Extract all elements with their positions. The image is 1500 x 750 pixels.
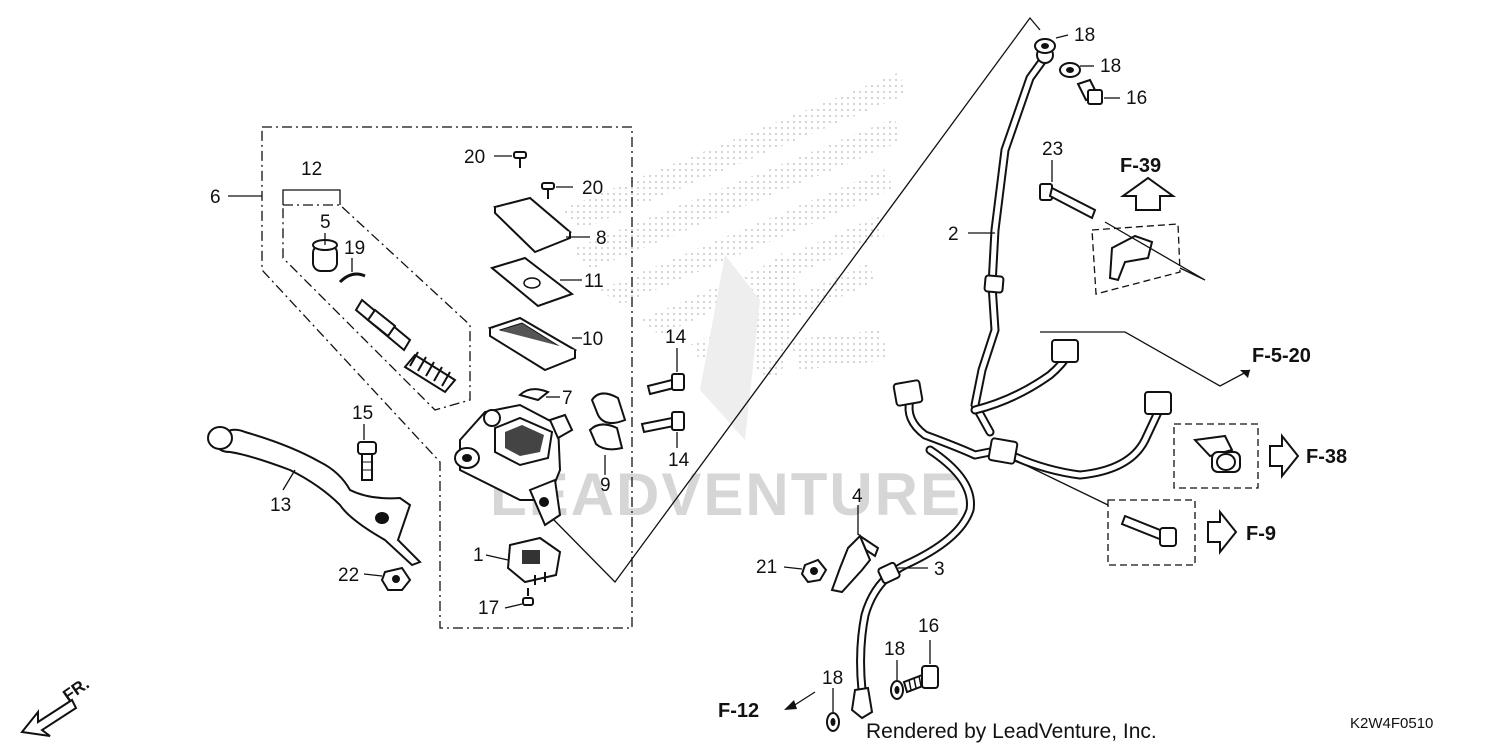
leader-f520: [1040, 331, 1251, 387]
clip-f38: [1192, 434, 1241, 473]
washer-18-bottom-2: [890, 680, 904, 700]
ref-f9: F-9: [1246, 523, 1276, 545]
front-label: FR.: [59, 674, 92, 705]
washer-18-bottom-1: [826, 712, 840, 732]
label-18c: 18: [822, 668, 843, 689]
box-f9: [1107, 499, 1196, 566]
group-12-outline: [282, 204, 471, 411]
hose-clip-7: [518, 388, 550, 402]
label-14a: 14: [665, 327, 687, 348]
label-3: 3: [934, 559, 945, 580]
label-17: 17: [478, 598, 499, 619]
watermark-wing-logo: [560, 72, 905, 440]
label-6: 6: [210, 187, 221, 208]
arrow-f520: [1240, 370, 1250, 378]
arrow-up-f39: [1119, 176, 1177, 211]
arrow-f38: [1269, 433, 1300, 479]
leader-12: [282, 189, 341, 205]
label-18a: 18: [1074, 25, 1095, 46]
front-direction-arrow: FR.: [20, 674, 93, 737]
leader-18a: [1055, 34, 1069, 39]
ref-f38: F-38: [1306, 446, 1347, 468]
label-23: 23: [1042, 139, 1063, 160]
label-1: 1: [473, 545, 484, 566]
master-cylinder-body: [454, 403, 574, 527]
lever-pivot-bolt: [357, 441, 377, 481]
label-21: 21: [756, 557, 777, 578]
leader-2-extension: [551, 16, 1041, 583]
label-7: 7: [562, 388, 573, 409]
assembly-6-outline: [261, 126, 633, 629]
arrow-f9: [1207, 509, 1238, 555]
label-16a: 16: [1126, 88, 1147, 109]
watermark-text: LEADVENTURE: [490, 461, 962, 528]
label-18d: 18: [884, 639, 905, 660]
ref-f520: F-5-20: [1252, 345, 1311, 367]
bolt-16-bottom: [902, 665, 939, 694]
reservoir-cap-side: [494, 207, 571, 254]
spring: [403, 351, 457, 394]
label-11: 11: [584, 271, 604, 292]
box-f38: [1173, 423, 1259, 489]
hose-bracket: [830, 533, 880, 594]
ref-f39: F-39: [1120, 155, 1161, 177]
washer-18-top-1: [1034, 38, 1056, 54]
label-8: 8: [596, 228, 607, 249]
leader-1: [485, 554, 509, 561]
lever-nut: [380, 566, 412, 591]
label-9: 9: [600, 475, 611, 496]
leader-13: [282, 469, 296, 491]
screw-20-top: [513, 151, 527, 168]
label-19: 19: [344, 238, 365, 259]
leader-22: [363, 573, 383, 577]
label-16b: 16: [918, 616, 939, 637]
brake-lever: [207, 426, 422, 567]
brake-hose-lower: [850, 445, 975, 720]
leader-17: [504, 603, 523, 609]
arrow-f12: [784, 700, 797, 710]
bolt-14-upper: [646, 373, 685, 396]
ref-f12: F-12: [718, 700, 759, 722]
label-10: 10: [582, 329, 603, 350]
clamp-holder: [588, 392, 627, 451]
label-12: 12: [301, 159, 322, 180]
piston: [354, 298, 412, 352]
diagram-code: K2W4F0510: [1350, 715, 1433, 732]
credit-text: Rendered by LeadVenture, Inc.: [866, 720, 1157, 743]
label-5: 5: [320, 212, 331, 233]
bolt-23: [1039, 183, 1097, 220]
washer-18-top-2: [1059, 62, 1081, 78]
brake-switch: [506, 536, 562, 585]
leader-f9: [1014, 459, 1109, 506]
label-14b: 14: [668, 450, 690, 471]
box-f39: [1091, 223, 1181, 295]
label-13: 13: [270, 495, 291, 516]
leader-f39-box: [1104, 221, 1206, 281]
leader-21: [783, 566, 803, 570]
circlip: [338, 272, 366, 284]
label-15: 15: [352, 403, 373, 424]
label-22: 22: [338, 565, 359, 586]
label-20a: 20: [464, 147, 485, 168]
bolt-f9: [1120, 514, 1177, 547]
bracket-f39: [1108, 234, 1154, 282]
bolt-14-lower: [640, 411, 685, 434]
screw-20-lower: [541, 182, 555, 199]
screw-17: [522, 588, 534, 606]
nut-21: [800, 558, 828, 584]
label-4: 4: [852, 486, 863, 507]
label-20b: 20: [582, 178, 603, 199]
brake-hose-upper: [892, 46, 1172, 480]
label-18b: 18: [1100, 56, 1121, 77]
label-2: 2: [948, 224, 959, 245]
bolt-16-top: [1076, 78, 1103, 105]
